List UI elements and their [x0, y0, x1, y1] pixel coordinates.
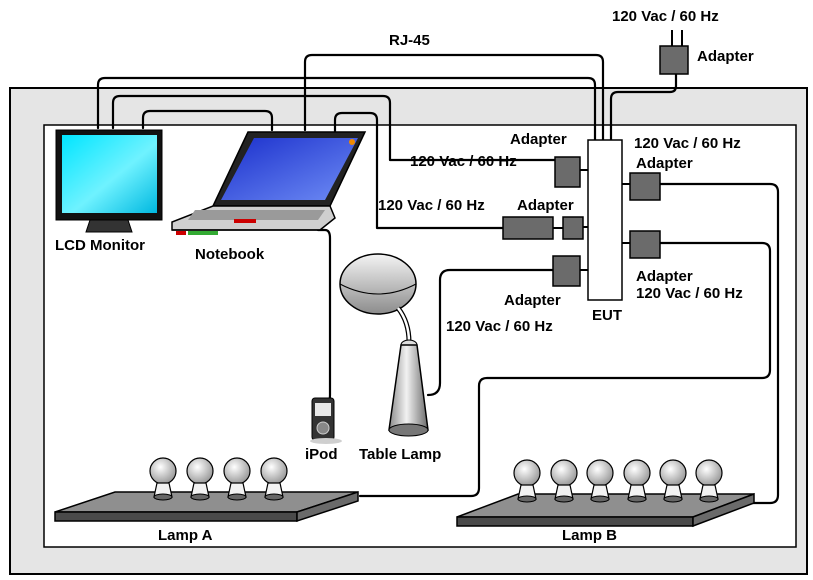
bulb-icon [695, 459, 723, 503]
right-bottom-cable [358, 241, 772, 498]
label-eut: EUT [592, 307, 622, 324]
bulb-icon [623, 459, 651, 503]
label-table-lamp: Table Lamp [359, 446, 441, 463]
label-power-right-bottom: 120 Vac / 60 Hz [636, 285, 743, 302]
label-power-mid-left: 120 Vac / 60 Hz [378, 197, 485, 214]
eut-box [587, 139, 623, 301]
bulb-icon [586, 459, 614, 503]
adapter-top [659, 45, 689, 75]
label-lamp-b: Lamp B [562, 527, 617, 544]
bulb-icon [149, 457, 177, 501]
bulb-icon [513, 459, 541, 503]
bulb-icon [260, 457, 288, 501]
label-power-left-bottom: 120 Vac / 60 Hz [446, 318, 553, 335]
label-lamp-a: Lamp A [158, 527, 213, 544]
label-rj45: RJ-45 [389, 32, 430, 49]
notebook-power-cable [333, 111, 505, 230]
label-power-left-top: 120 Vac / 60 Hz [410, 153, 517, 170]
notebook-icon [171, 131, 367, 235]
bulb-icon [223, 457, 251, 501]
bulb-icon [550, 459, 578, 503]
label-adapter-left-bottom: Adapter [504, 292, 561, 309]
table-lamp-icon [339, 253, 429, 437]
label-notebook: Notebook [195, 246, 265, 263]
label-power-right-top: 120 Vac / 60 Hz [634, 135, 741, 152]
label-adapter-mid-left: Adapter [517, 197, 574, 214]
adapter-top-cable [609, 72, 678, 142]
adapter-right-bottom [629, 230, 661, 259]
label-adapter-top: Adapter [697, 48, 754, 65]
monitor-cable-2 [111, 94, 557, 162]
label-ipod: iPod [305, 446, 338, 463]
bulb-icon [659, 459, 687, 503]
right-top-cable [658, 182, 780, 505]
ipod-icon [310, 397, 342, 444]
adapter-right-top [629, 172, 661, 201]
lamp-b-bulbs [513, 459, 723, 503]
label-adapter-right-top: Adapter [636, 155, 693, 172]
table-lamp-cable [426, 268, 555, 397]
adapter-long [502, 216, 554, 240]
adapter-left-bottom [552, 255, 581, 287]
lamp-a-bulbs [149, 457, 288, 501]
adapter-left-top [554, 156, 581, 188]
label-lcd-monitor: LCD Monitor [55, 237, 145, 254]
adapter-small [562, 216, 584, 240]
bulb-icon [186, 457, 214, 501]
label-adapter-left-top: Adapter [510, 131, 567, 148]
lcd-monitor-icon [55, 129, 163, 233]
label-power-top: 120 Vac / 60 Hz [612, 8, 719, 25]
monitor-cable-1 [96, 76, 597, 142]
rj45-cable [303, 53, 605, 142]
monitor-notebook-cable [141, 109, 274, 132]
label-adapter-right-bottom: Adapter [636, 268, 693, 285]
